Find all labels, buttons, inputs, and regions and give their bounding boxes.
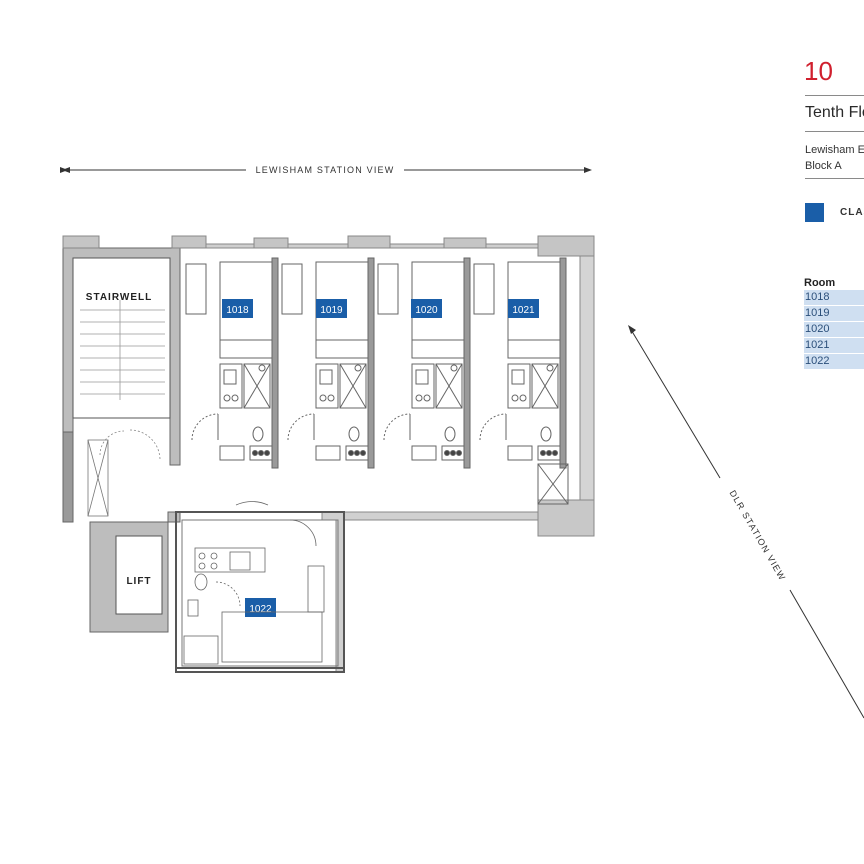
room-table: 1018 1019 1020 1021 1022 xyxy=(804,290,864,370)
dlr-view-indicator: DLR STATION VIEW xyxy=(628,325,864,719)
room-number: 1019 xyxy=(320,305,343,316)
studio-units xyxy=(185,257,569,505)
lewisham-view-label: LEWISHAM STATION VIEW xyxy=(256,165,395,175)
corridor-doors xyxy=(99,429,161,461)
room-table-header: Room xyxy=(804,277,836,289)
room-badge-1021: 1021 xyxy=(508,299,539,318)
studio-unit xyxy=(185,257,279,469)
riser-cupboard xyxy=(87,439,109,517)
studio-unit xyxy=(473,257,567,469)
riser-cupboard xyxy=(537,463,569,505)
table-row: 1022 xyxy=(804,354,864,370)
legend-label: CLAS xyxy=(840,207,864,218)
room-badge-1018: 1018 xyxy=(222,299,253,318)
block-name: Block A xyxy=(805,160,842,172)
stairwell-label: STAIRWELL xyxy=(86,292,152,303)
table-row: 1020 xyxy=(804,322,864,338)
building-info: Lewisham Ex Block A xyxy=(805,142,864,174)
divider xyxy=(805,131,864,132)
lift: LIFT xyxy=(115,535,163,615)
dlr-view-label: DLR STATION VIEW xyxy=(728,488,788,582)
room-1022-fittings xyxy=(183,501,325,665)
studio-unit xyxy=(281,257,375,469)
lewisham-view-indicator: LEWISHAM STATION VIEW xyxy=(60,165,592,175)
table-row: 1021 xyxy=(804,338,864,354)
room-badge-1022: 1022 xyxy=(245,598,276,617)
room-badge-1019: 1019 xyxy=(316,299,347,318)
room-badges: 1018 1019 1020 1021 1022 xyxy=(222,299,539,617)
studio-unit xyxy=(377,257,471,469)
room-badge-1020: 1020 xyxy=(411,299,442,318)
table-row: 1018 xyxy=(804,290,864,306)
legend-swatch xyxy=(805,203,824,222)
building-name: Lewisham Ex xyxy=(805,144,864,156)
table-row: 1019 xyxy=(804,306,864,322)
divider xyxy=(805,178,864,179)
stairwell: STAIRWELL xyxy=(72,257,171,419)
room-number: 1021 xyxy=(512,305,535,316)
room-number: 1022 xyxy=(249,604,272,615)
floor-name: Tenth Flo xyxy=(805,104,864,121)
divider xyxy=(805,95,864,96)
room-number: 1018 xyxy=(226,305,249,316)
floor-number: 10 xyxy=(804,56,833,86)
room-number: 1020 xyxy=(415,305,438,316)
lift-label: LIFT xyxy=(126,576,151,587)
